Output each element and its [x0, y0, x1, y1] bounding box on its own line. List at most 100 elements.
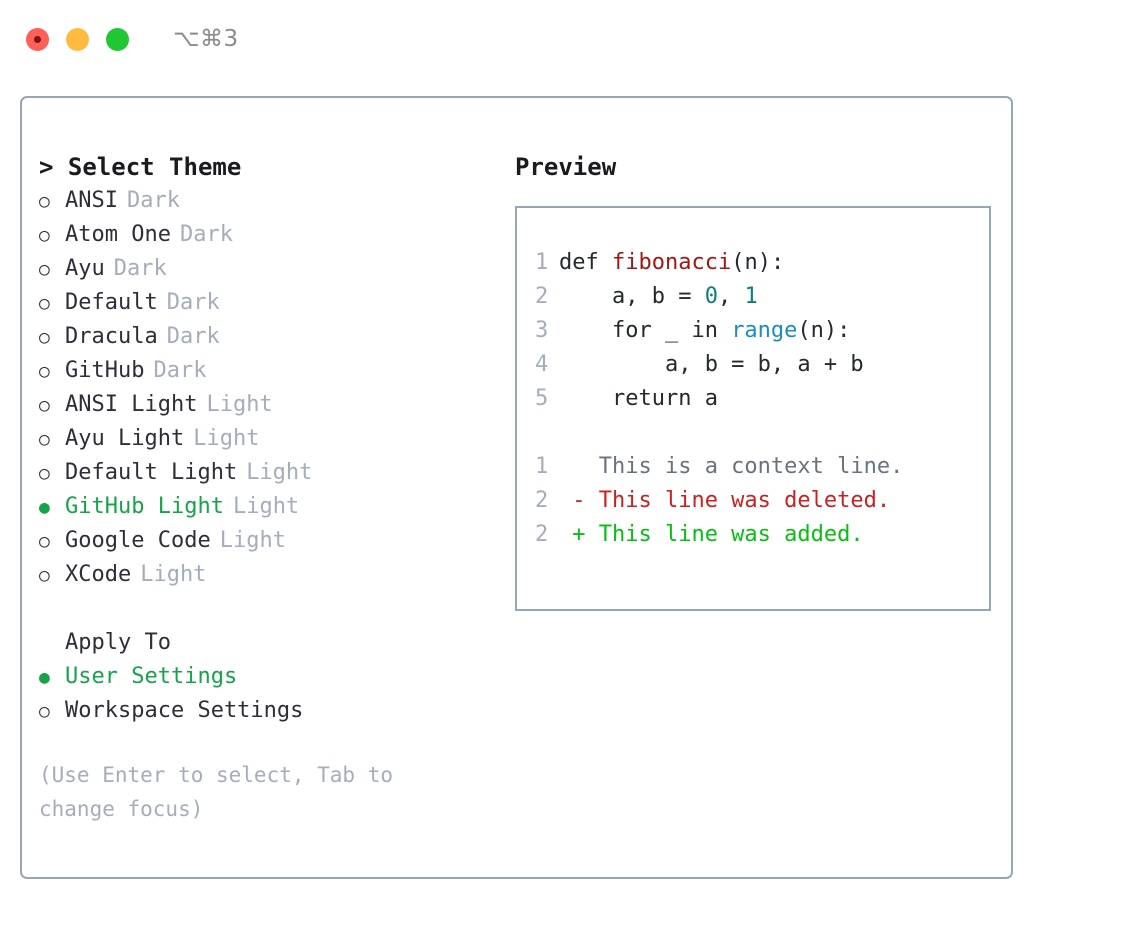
radio-unselected-icon: ○ [39, 259, 50, 280]
code-line: 3 for _ in range(n): [535, 314, 989, 348]
code-token-plain: (n): [731, 250, 785, 275]
theme-option-label: GitHub Light [65, 494, 224, 519]
code-line-number: 5 [535, 386, 549, 411]
apply-to-option-label: User Settings [65, 664, 238, 689]
theme-option-label: ANSI [65, 188, 118, 213]
diff-line-added: 2 + This line was added. [535, 518, 989, 552]
code-token-num: 0 [704, 284, 718, 309]
radio-unselected-icon: ○ [39, 463, 50, 484]
code-line-number: 3 [535, 318, 549, 343]
theme-option-label: Default [65, 290, 158, 315]
window-controls [26, 27, 129, 51]
theme-option-variant: Dark [179, 222, 233, 247]
diff-line-number: 2 [535, 488, 549, 513]
theme-option-label: ANSI Light [65, 392, 198, 417]
radio-unselected-icon: ○ [39, 327, 50, 348]
diff-line-deleted: 2 - This line was deleted. [535, 484, 989, 518]
theme-option-atom-one[interactable]: ○ Atom One Dark [39, 218, 492, 252]
theme-option-label: Ayu Light [65, 426, 185, 451]
code-line-number: 4 [535, 352, 549, 377]
theme-option-label: Default Light [65, 460, 238, 485]
code-token-num: 1 [744, 284, 758, 309]
section-spacer [39, 592, 492, 626]
preview-header: Preview [515, 153, 617, 181]
radio-unselected-icon: ○ [39, 565, 50, 586]
keyboard-shortcut-label: ⌥⌘3 [173, 26, 239, 52]
close-button[interactable] [26, 27, 49, 51]
theme-option-default[interactable]: ○ Default Dark [39, 286, 492, 320]
theme-option-label: Ayu [65, 256, 105, 281]
theme-option-label: Dracula [65, 324, 158, 349]
theme-option-xcode[interactable]: ○ XCode Light [39, 558, 492, 592]
theme-option-variant: Dark [153, 358, 207, 383]
code-token-call: range [731, 318, 798, 343]
radio-unselected-icon: ○ [39, 701, 50, 722]
code-line: 5 return a [535, 382, 989, 416]
radio-unselected-icon: ○ [39, 429, 50, 450]
theme-option-variant: Light [206, 392, 273, 417]
apply-to-option-workspace-settings[interactable]: ○ Workspace Settings [39, 694, 492, 728]
theme-option-variant: Dark [113, 256, 167, 281]
diff-line-context: 1 This is a context line. [535, 450, 989, 484]
apply-to-header-label: Apply To [65, 630, 171, 655]
title-bar: ⌥⌘3 [0, 0, 1140, 78]
apply-to-option-user-settings[interactable]: ● User Settings [39, 660, 492, 694]
theme-option-variant: Light [219, 528, 286, 553]
code-line: 2 a, b = 0, 1 [535, 280, 989, 314]
keyboard-hint-text: (Use Enter to select, Tab to change focu… [39, 763, 394, 821]
diff-line-text: - This line was deleted. [559, 488, 891, 513]
apply-to-header-marker-placeholder: ○ [39, 627, 65, 661]
diff-line-text: This is a context line. [559, 454, 904, 479]
radio-unselected-icon: ○ [39, 531, 50, 552]
theme-option-ayu-light[interactable]: ○ Ayu Light Light [39, 422, 492, 456]
code-token-plain: return a [559, 386, 718, 411]
theme-option-label: GitHub [65, 358, 145, 383]
code-diff-separator [535, 416, 989, 450]
theme-option-label: Atom One [65, 222, 171, 247]
code-token-plain: , [717, 284, 745, 309]
radio-selected-icon: ● [39, 497, 50, 518]
theme-option-dracula[interactable]: ○ Dracula Dark [39, 320, 492, 354]
apply-to-header: ○ Apply To [39, 626, 492, 660]
code-token-plain: a, b = [559, 284, 705, 309]
theme-option-variant: Light [232, 494, 300, 519]
apply-to-option-list[interactable]: ● User Settings ○ Workspace Settings [39, 660, 492, 728]
theme-option-ayu[interactable]: ○ Ayu Dark [39, 252, 492, 286]
theme-option-github-light[interactable]: ● GitHub Light Light [39, 490, 492, 524]
code-token-plain: a, b = b, a + b [559, 352, 864, 377]
theme-option-label: XCode [65, 562, 132, 587]
diff-line-text: + This line was added. [559, 522, 864, 547]
code-token-fn: fibonacci [611, 250, 732, 275]
theme-option-variant: Light [140, 562, 207, 587]
apply-to-option-label: Workspace Settings [65, 698, 304, 723]
theme-option-variant: Dark [166, 324, 220, 349]
theme-option-variant: Dark [166, 290, 220, 315]
code-token-plain: for _ in [559, 318, 732, 343]
diff-line-number: 1 [535, 454, 549, 479]
theme-option-ansi-light[interactable]: ○ ANSI Light Light [39, 388, 492, 422]
code-token-plain: def [559, 250, 612, 275]
theme-option-variant: Light [246, 460, 313, 485]
minimize-button[interactable] [66, 27, 89, 51]
code-token-plain: (n): [797, 318, 851, 343]
code-line: 4 a, b = b, a + b [535, 348, 989, 382]
theme-option-label: Google Code [65, 528, 211, 553]
radio-unselected-icon: ○ [39, 225, 50, 246]
theme-option-default-light[interactable]: ○ Default Light Light [39, 456, 492, 490]
theme-option-google-code[interactable]: ○ Google Code Light [39, 524, 492, 558]
theme-option-variant: Light [193, 426, 260, 451]
radio-unselected-icon: ○ [39, 395, 50, 416]
radio-unselected-icon: ○ [39, 293, 50, 314]
diff-line-number: 2 [535, 522, 549, 547]
radio-selected-icon: ● [39, 667, 50, 688]
zoom-button[interactable] [106, 27, 129, 51]
